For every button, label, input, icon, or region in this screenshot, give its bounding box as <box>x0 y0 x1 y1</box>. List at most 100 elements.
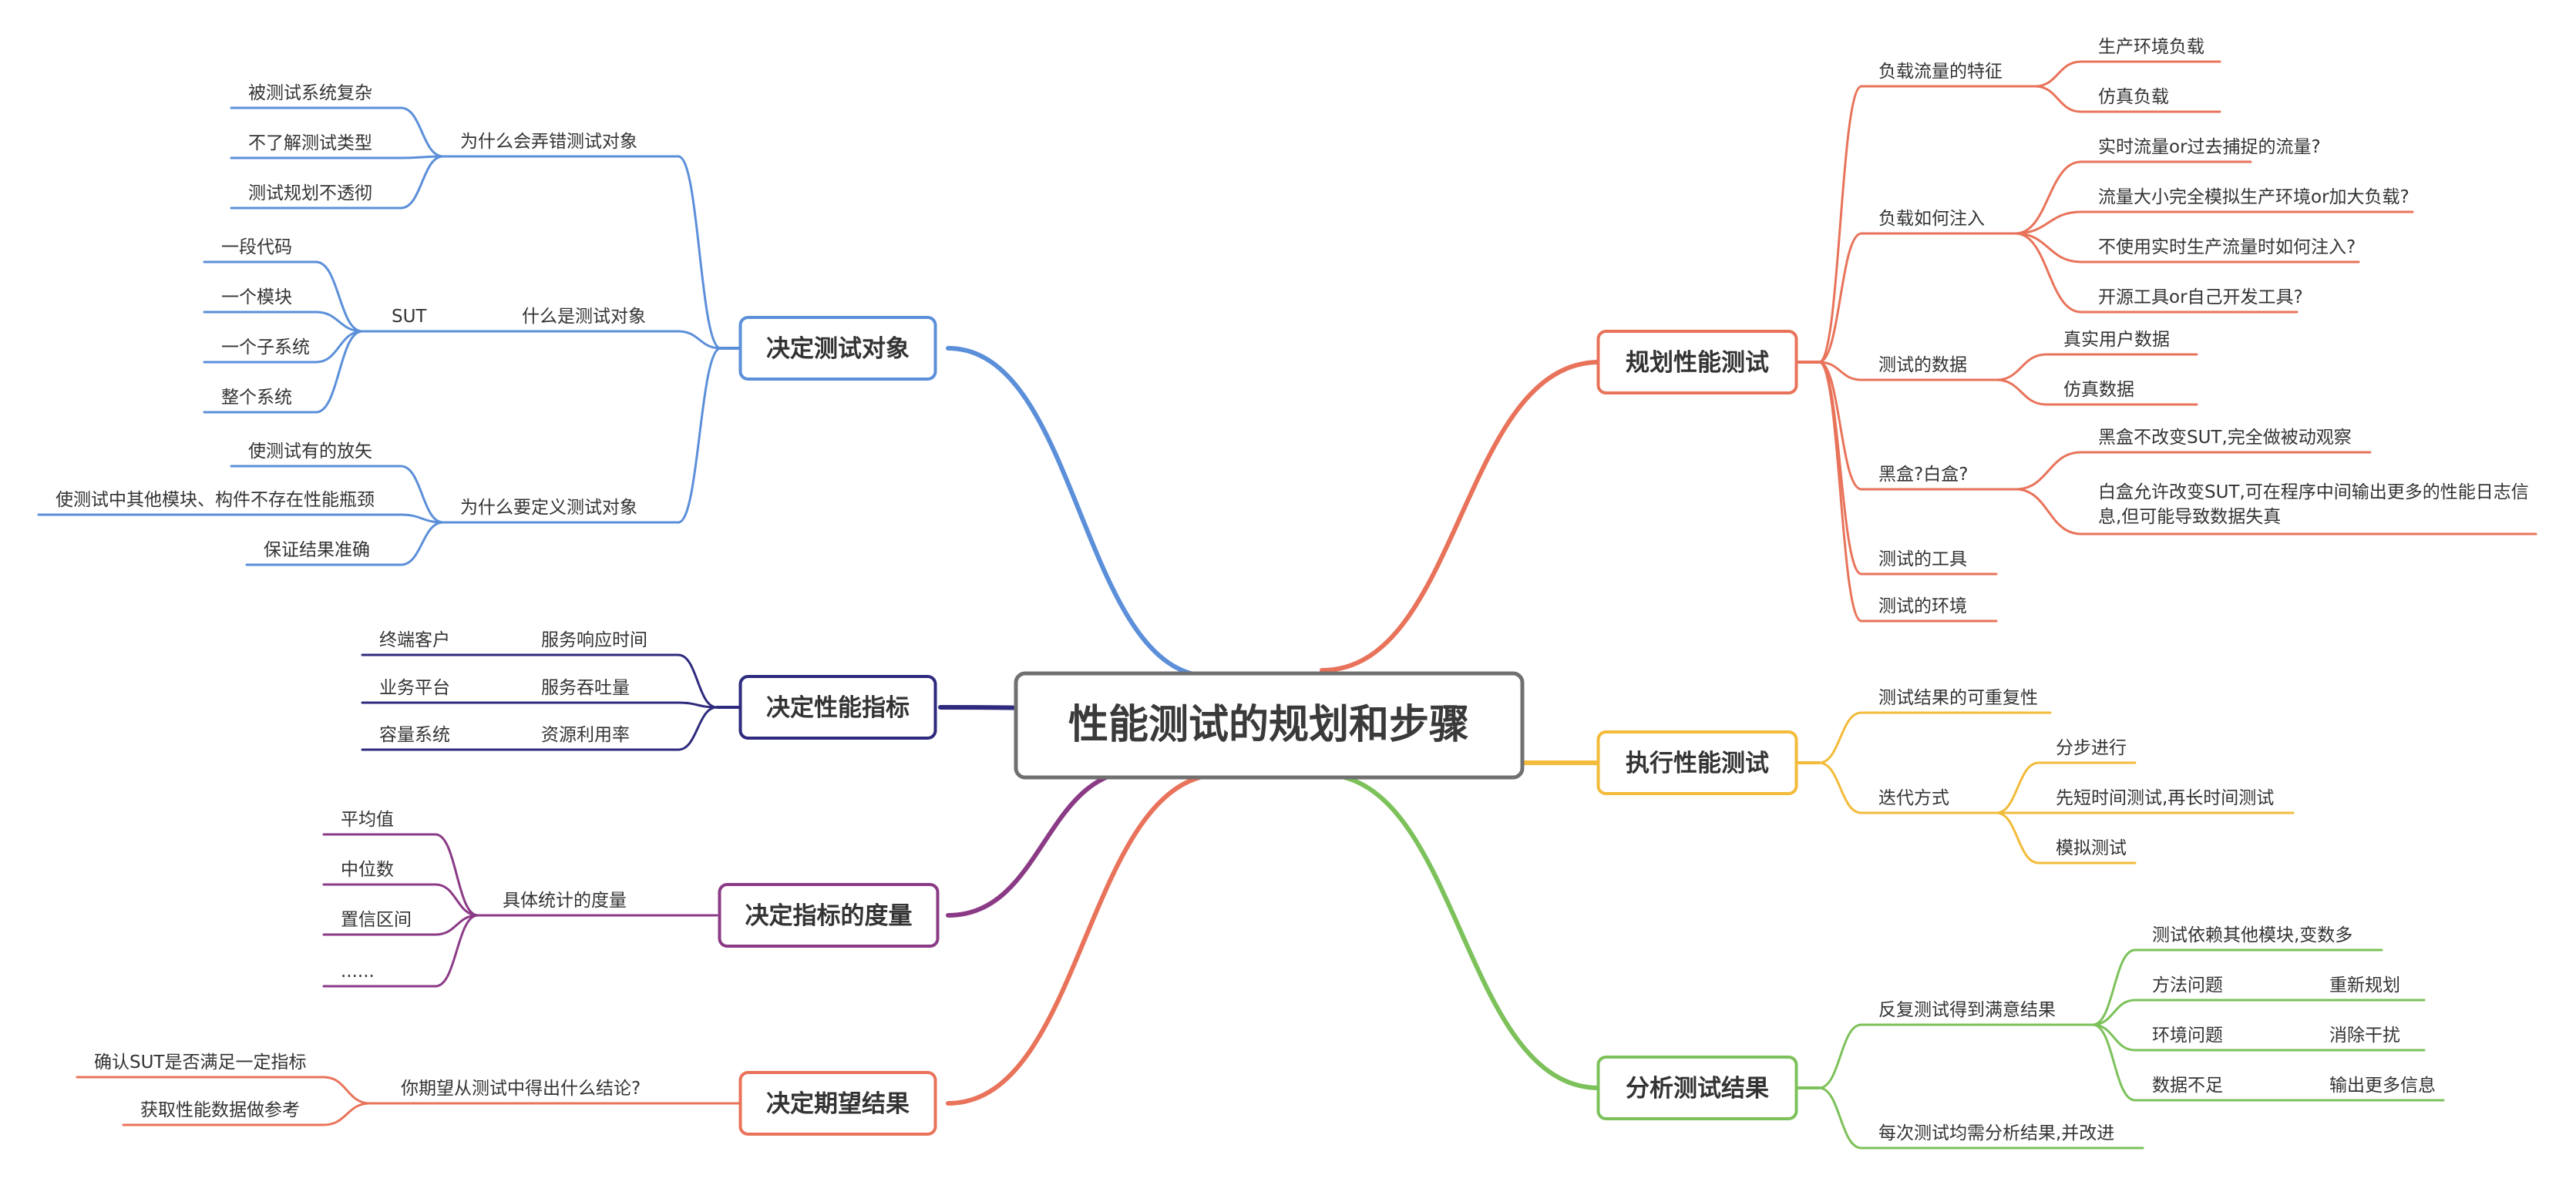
central-topic-box[interactable] <box>1014 671 1525 780</box>
branch-connector <box>1818 361 1863 623</box>
plan-data-item-0[interactable]: 真实用户数据 <box>2063 330 2170 350</box>
plan-box-white-line2[interactable]: 息,但可能导致数据失真 <box>2098 507 2281 527</box>
execute-iterate-item-1[interactable]: 先短时间测试,再长时间测试 <box>2056 788 2274 808</box>
plan-inject-item-3[interactable]: 开源工具or自己开发工具? <box>2098 287 2303 307</box>
branch-connector <box>2014 160 2083 235</box>
branch-connector <box>1818 361 1863 576</box>
plan-traffic-item-0[interactable]: 生产环境负载 <box>2098 37 2204 57</box>
execute-iterate-label[interactable]: 迭代方式 <box>1878 788 1949 808</box>
plan-box-white-line1[interactable]: 白盒允许改变SUT,可在程序中间输出更多的性能日志信 <box>2098 482 2529 502</box>
why-wrong-label[interactable]: 为什么会弄错测试对象 <box>460 132 637 152</box>
analyze-action-0[interactable]: 重新规划 <box>2329 975 2400 995</box>
branch-connector <box>399 155 445 210</box>
plan-inject-item-0[interactable]: 实时流量or过去捕捉的流量? <box>2098 137 2321 157</box>
branch-connector <box>1818 361 1863 381</box>
what-object-item-0[interactable]: 一段代码 <box>221 237 292 257</box>
topic-analyze-box[interactable] <box>1596 1056 1798 1120</box>
metric-0[interactable]: 服务响应时间 <box>541 630 647 650</box>
metric-target-2[interactable]: 容量系统 <box>379 725 450 745</box>
what-object-item-3[interactable]: 整个系统 <box>221 388 292 408</box>
branch-connector <box>314 330 364 414</box>
branch-connector <box>1995 761 2040 814</box>
topic-decide-expect[interactable]: 决定期望结果 <box>766 1090 910 1118</box>
plan-inject-item-1[interactable]: 流量大小完全模拟生产环境or加大负载? <box>2098 187 2410 207</box>
stats-item-0[interactable]: 平均值 <box>341 810 394 830</box>
branch-connector <box>2091 999 2137 1026</box>
sut-label[interactable]: SUT <box>392 307 427 327</box>
plan-box-black[interactable]: 黑盒不改变SUT,完全做被动观察 <box>2098 428 2352 448</box>
why-define-label[interactable]: 为什么要定义测试对象 <box>460 498 637 518</box>
plan-inject-item-2[interactable]: 不使用实时生产流量时如何注入? <box>2098 237 2356 257</box>
metric-target-1[interactable]: 业务平台 <box>379 678 450 698</box>
what-object-item-1[interactable]: 一个模块 <box>221 287 292 307</box>
topic-decide-expect-box[interactable] <box>738 1071 937 1136</box>
branch-connector <box>677 330 722 350</box>
execute-iterate-item-2[interactable]: 模拟测试 <box>2056 838 2127 858</box>
why-define-item-0[interactable]: 使测试有的放矢 <box>248 441 372 462</box>
metric-1[interactable]: 服务吞吐量 <box>541 678 630 698</box>
expect-item-1[interactable]: 获取性能数据做参考 <box>140 1100 300 1120</box>
execute-iterate-item-0[interactable]: 分步进行 <box>2056 738 2127 758</box>
what-object-item-2[interactable]: 一个子系统 <box>221 337 310 358</box>
branch-connector <box>1818 1086 1863 1150</box>
topic-execute[interactable]: 执行性能测试 <box>1626 750 1769 777</box>
branch-connector <box>2014 210 2083 235</box>
analyze-problem-0[interactable]: 方法问题 <box>2152 975 2223 995</box>
stats-item-2[interactable]: 置信区间 <box>341 910 412 930</box>
topic-decide-measure-box[interactable] <box>718 883 940 948</box>
metric-2[interactable]: 资源利用率 <box>541 725 630 745</box>
branch-connector <box>434 833 479 917</box>
topic-analyze[interactable]: 分析测试结果 <box>1626 1075 1769 1103</box>
plan-inject-label[interactable]: 负载如何注入 <box>1878 209 1985 229</box>
branch-connector <box>314 311 364 333</box>
stats-item-1[interactable]: 中位数 <box>341 860 394 880</box>
analyze-problem-1[interactable]: 环境问题 <box>2152 1026 2223 1046</box>
metric-target-0[interactable]: 终端客户 <box>379 630 450 650</box>
stats-item-3[interactable]: ...... <box>341 962 375 982</box>
topic-decide-metrics[interactable]: 决定性能指标 <box>766 694 910 722</box>
branch-connector <box>399 465 445 524</box>
why-define-item-1[interactable]: 使测试中其他模块、构件不存在性能瓶颈 <box>55 490 375 510</box>
plan-traffic-item-1[interactable]: 仿真负载 <box>2098 87 2169 107</box>
analyze-repeat-label[interactable]: 反复测试得到满意结果 <box>1878 1000 2056 1020</box>
execute-repeat[interactable]: 测试结果的可重复性 <box>1878 688 2038 708</box>
branch-connector <box>399 106 445 158</box>
why-define-item-2[interactable]: 保证结果准确 <box>264 540 370 560</box>
plan-data-item-1[interactable]: 仿真数据 <box>2063 380 2134 400</box>
topic-decide-object[interactable]: 决定测试对象 <box>766 335 910 363</box>
branch-connector <box>2033 85 2083 113</box>
analyze-problem-2[interactable]: 数据不足 <box>2152 1076 2223 1096</box>
plan-env[interactable]: 测试的环境 <box>1878 596 1967 616</box>
branch-connector <box>2091 948 2137 1026</box>
analyze-action-1[interactable]: 消除干扰 <box>2329 1026 2400 1046</box>
branch-connector <box>314 330 364 364</box>
branch-decide-measure <box>946 768 1142 918</box>
analyze-action-2[interactable]: 输出更多信息 <box>2329 1076 2436 1096</box>
topic-decide-metrics-box[interactable] <box>738 675 937 740</box>
branch-connector <box>1995 811 2040 864</box>
expect-item-0[interactable]: 确认SUT是否满足一定指标 <box>94 1052 306 1073</box>
branch-connector <box>399 521 445 566</box>
analyze-each[interactable]: 每次测试均需分析结果,并改进 <box>1878 1123 2114 1143</box>
why-wrong-item-0[interactable]: 被测试系统复杂 <box>248 83 372 103</box>
topic-plan[interactable]: 规划性能测试 <box>1626 349 1769 377</box>
what-object-label[interactable]: 什么是测试对象 <box>522 307 646 327</box>
topic-decide-object-box[interactable] <box>738 316 937 381</box>
why-wrong-item-1[interactable]: 不了解测试类型 <box>248 133 372 153</box>
expect-question-label[interactable]: 你期望从测试中得出什么结论? <box>401 1079 641 1099</box>
plan-data-label[interactable]: 测试的数据 <box>1878 355 1967 375</box>
plan-traffic-label[interactable]: 负载流量的特征 <box>1878 62 2003 82</box>
why-wrong-item-2[interactable]: 测试规划不透彻 <box>248 183 372 203</box>
topic-plan-box[interactable] <box>1596 330 1798 394</box>
central-topic[interactable]: 性能测试的规划和步骤 <box>1068 702 1469 748</box>
branch-connector <box>1818 761 1863 814</box>
plan-tools[interactable]: 测试的工具 <box>1878 549 1967 569</box>
branch-plan <box>1320 360 1602 673</box>
analyze-depend[interactable]: 测试依赖其他模块,变数多 <box>2152 925 2352 945</box>
stats-label[interactable]: 具体统计的度量 <box>503 891 627 911</box>
plan-box-label[interactable]: 黑盒?白盒? <box>1878 465 1968 485</box>
topic-execute-box[interactable] <box>1596 730 1798 795</box>
topic-decide-measure[interactable]: 决定指标的度量 <box>745 902 913 930</box>
branch-connector <box>1818 232 1863 364</box>
